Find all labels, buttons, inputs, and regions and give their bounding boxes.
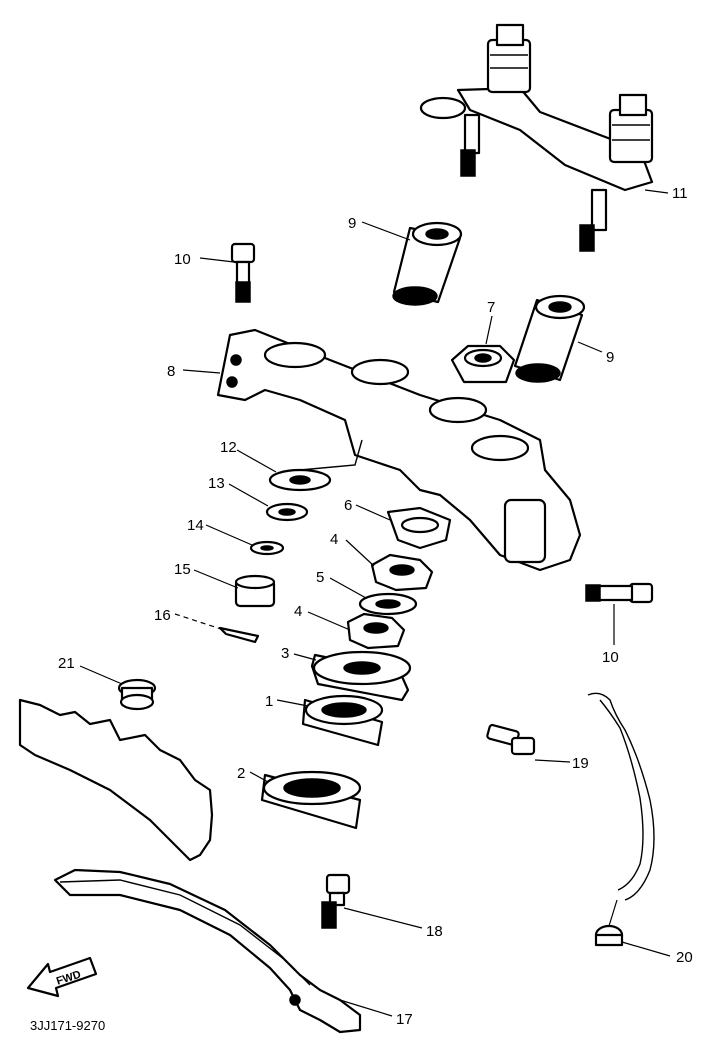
callout-7: 7: [487, 299, 495, 316]
part-13-washer: [265, 502, 309, 522]
callout-9-lower: 9: [606, 349, 614, 366]
callout-4-upper: 4: [330, 531, 338, 548]
part-10-bolt-left: [230, 242, 256, 303]
callout-17: 17: [396, 1011, 413, 1028]
callout-11: 11: [672, 185, 688, 202]
callout-16: 16: [154, 607, 171, 624]
callout-21: 21: [58, 655, 75, 672]
part-19-fitting: [486, 723, 536, 756]
part-3-dust-cover: [310, 650, 412, 702]
callout-1: 1: [265, 693, 273, 710]
part-9-bushing-lower: [513, 294, 586, 383]
part-15-cap-nut: [234, 574, 276, 608]
part-11-handlebar-holder: [419, 23, 654, 252]
part-10-bolt-right: [585, 582, 654, 604]
part-14-lock-washer: [249, 540, 285, 556]
callout-12: 12: [220, 439, 237, 456]
callout-14: 14: [187, 517, 204, 534]
part-9-bushing-upper: [392, 221, 463, 306]
part-17-stay: [53, 868, 362, 1034]
part-4-ring-nut-lower: [346, 612, 406, 650]
callout-8: 8: [167, 363, 175, 380]
callout-9-upper: 9: [348, 215, 356, 232]
part-2-bearing: [260, 770, 362, 830]
part-4-ring-nut-upper: [370, 553, 434, 592]
part-21-grommet: [117, 678, 157, 711]
part-1-bearing: [301, 694, 384, 747]
callout-3: 3: [281, 645, 289, 662]
breather-hose: [587, 692, 655, 901]
callout-labels: 11 9 10 7 9 8 12 13 6 14 4 15 5 10 4 16 …: [58, 185, 693, 1028]
callout-19: 19: [572, 755, 589, 772]
callout-10-left: 10: [174, 251, 191, 268]
catalog-number: 3JJ171-9270: [30, 1018, 105, 1033]
callout-20: 20: [676, 949, 693, 966]
callout-13: 13: [208, 475, 225, 492]
cover-plate: [18, 698, 214, 862]
part-12-washer: [268, 468, 332, 492]
callout-18: 18: [426, 923, 443, 940]
fwd-arrow-icon: FWD: [26, 956, 98, 998]
callout-5: 5: [316, 569, 324, 586]
callout-10-right: 10: [602, 649, 619, 666]
part-7-nut: [450, 344, 516, 384]
part-6-lock-washer: [386, 506, 452, 550]
part-18-bolt: [321, 873, 351, 929]
part-5-washer: [358, 592, 418, 616]
callout-15: 15: [174, 561, 191, 578]
callout-2: 2: [237, 765, 245, 782]
part-20-clamp: [594, 924, 624, 947]
leader-lines: [79, 189, 671, 1017]
callout-4-lower: 4: [294, 603, 302, 620]
callout-6: 6: [344, 497, 352, 514]
part-8-under-bracket: [216, 328, 582, 572]
part-16-cotter-pin: [218, 626, 260, 644]
